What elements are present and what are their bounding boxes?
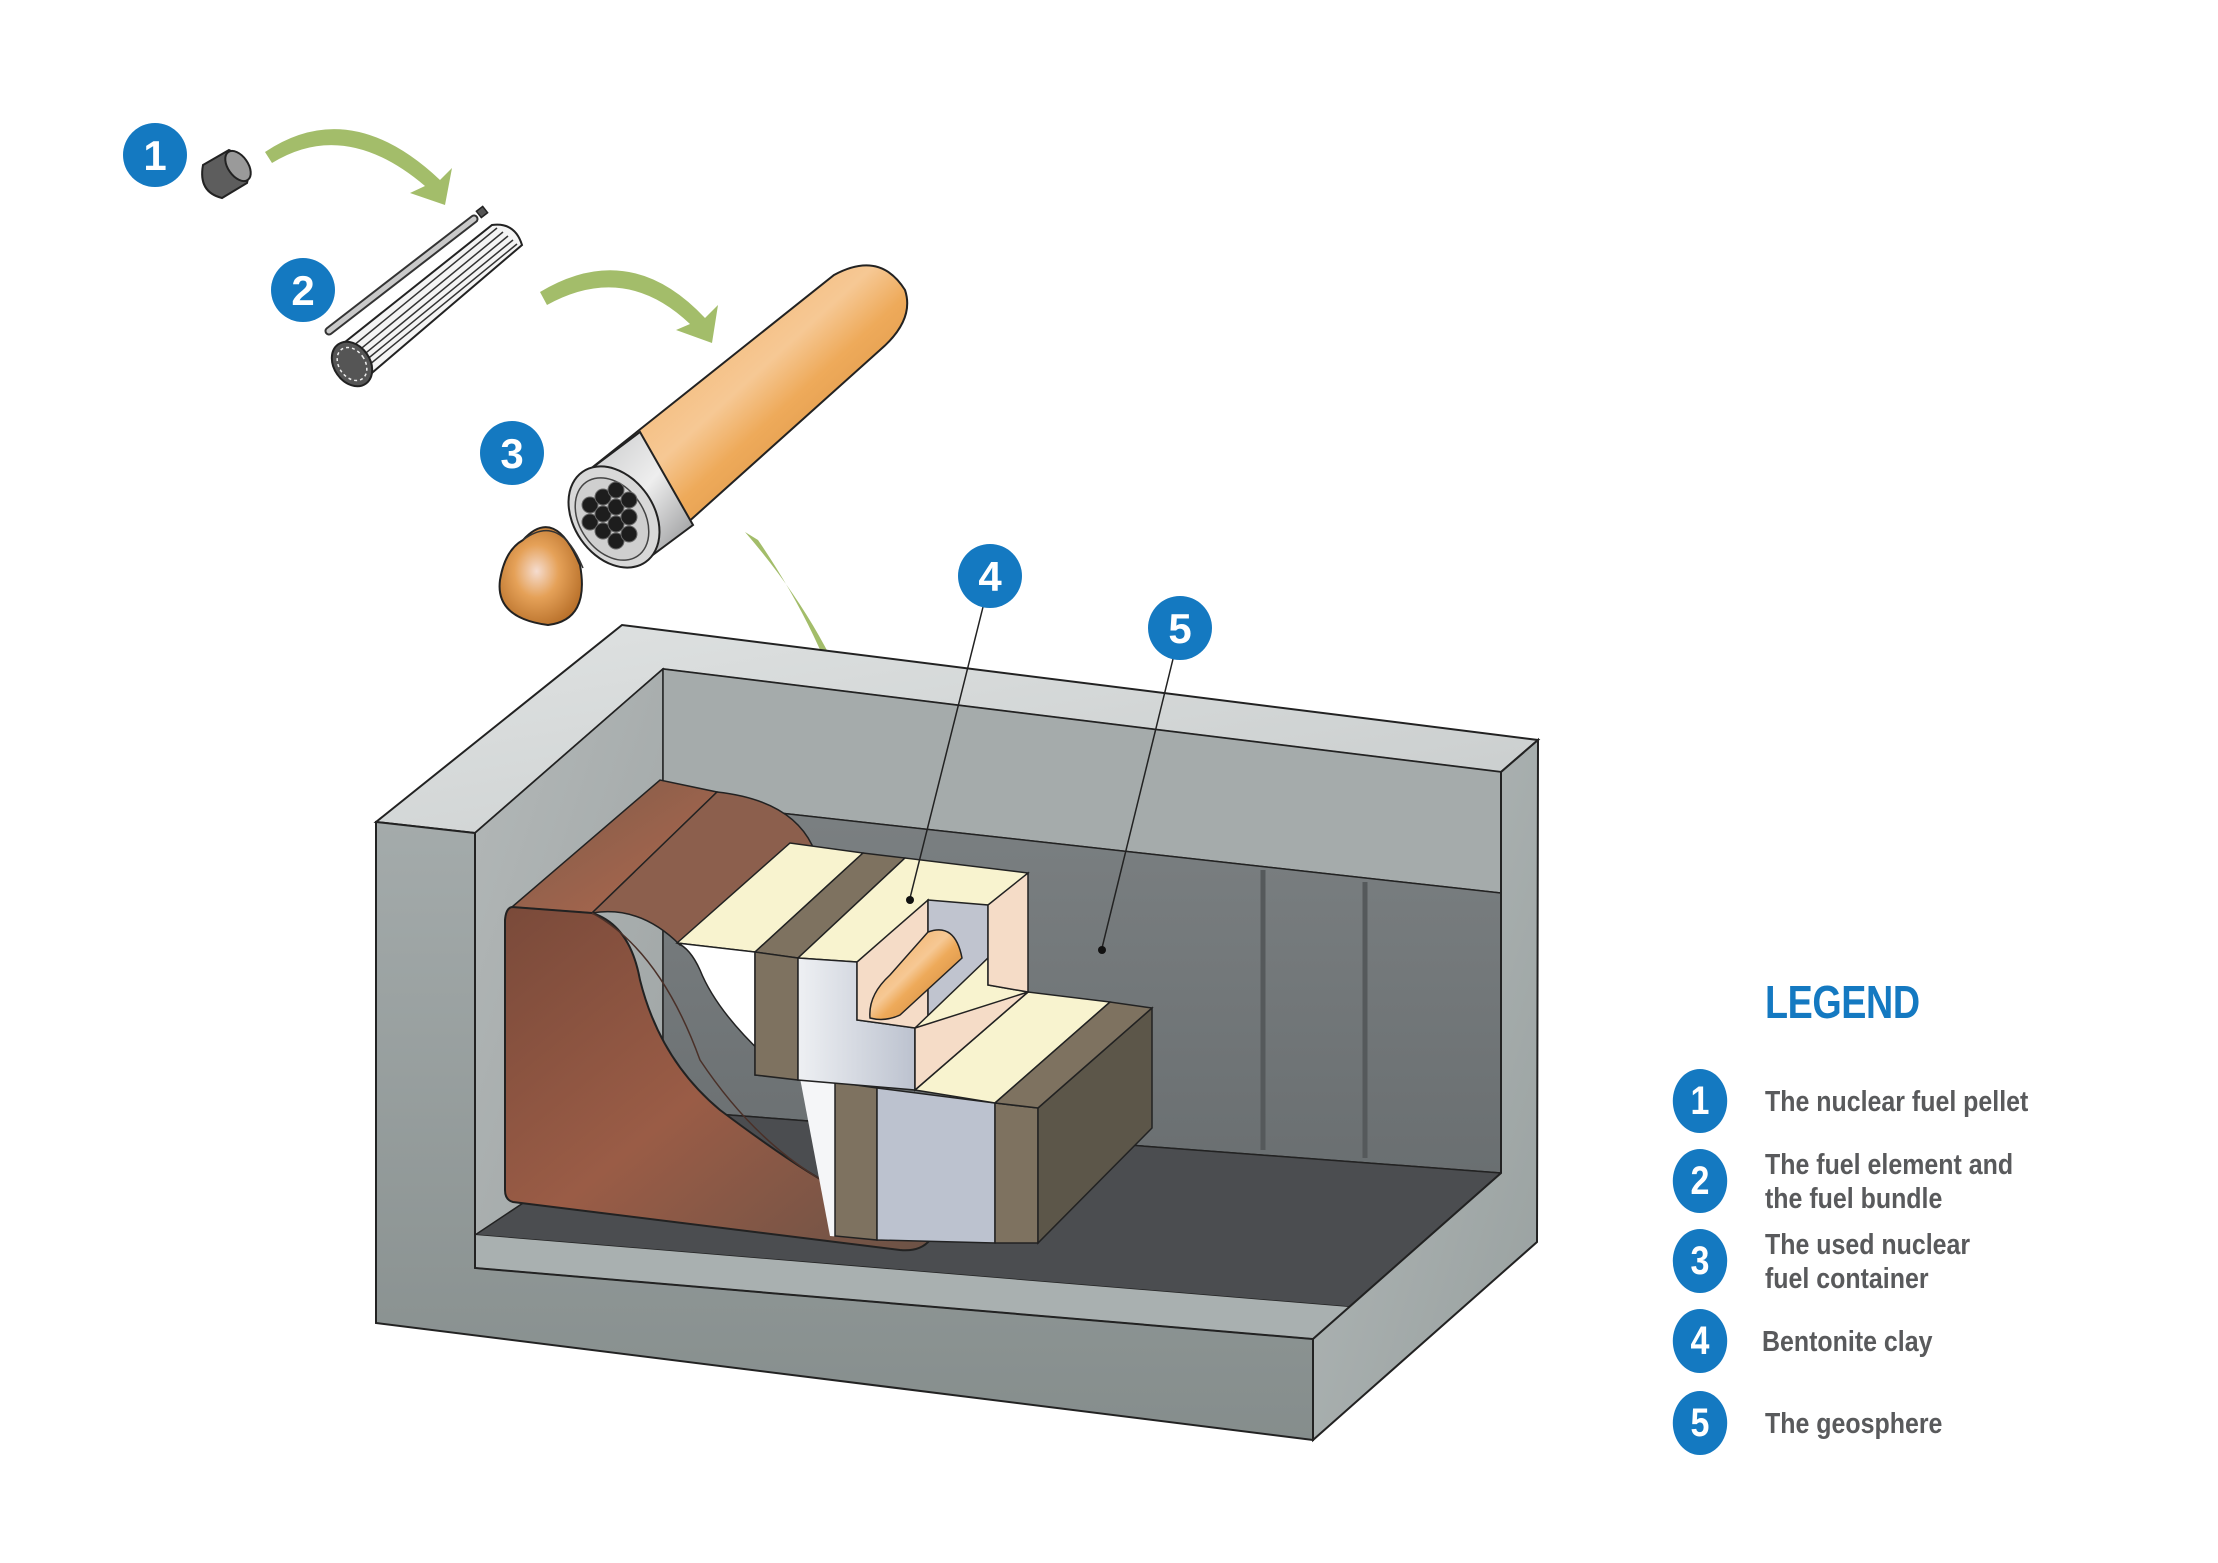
legend-title: LEGEND — [1765, 976, 1920, 1028]
legend-number-badge: 1 — [1672, 1069, 1728, 1133]
callout-badge-5: 5 — [1148, 596, 1212, 660]
callout-number: 3 — [500, 430, 523, 477]
legend-label: The geosphere — [1765, 1408, 1943, 1440]
callout-badge-2: 2 — [271, 258, 335, 322]
callout-leaders — [906, 606, 1174, 954]
legend-label: The fuel element and the fuel bundle — [1765, 1149, 2014, 1215]
legend-number-badge: 5 — [1672, 1391, 1728, 1455]
legend-number-badge: 3 — [1672, 1229, 1728, 1293]
legend-label: The nuclear fuel pellet — [1765, 1086, 2029, 1118]
legend-item: 4 Bentonite clay — [1665, 1309, 2185, 1375]
legend-label: The used nuclear fuel container — [1765, 1229, 1971, 1295]
fuel-container-illustration — [498, 264, 909, 627]
bentonite-buffer-blocks — [675, 842, 1154, 1245]
fuel-pellet-illustration — [201, 148, 252, 200]
callout-badge-4: 4 — [958, 544, 1022, 608]
callout-number: 5 — [1168, 605, 1191, 652]
legend-number-badge: 2 — [1672, 1149, 1728, 1213]
legend-number-badge: 4 — [1672, 1309, 1728, 1373]
callout-number: 2 — [291, 267, 314, 314]
arrow-bundle-to-container — [540, 270, 718, 343]
callout-badge-3: 3 — [480, 421, 544, 485]
legend-item: 5 The geosphere — [1665, 1391, 2185, 1457]
legend-item: 1 The nuclear fuel pellet — [1665, 1069, 2185, 1135]
legend-item: 2 The fuel element and the fuel bundle — [1665, 1149, 2185, 1215]
callout-number: 1 — [143, 132, 166, 179]
container-in-situ — [869, 929, 963, 1021]
callout-badge-1: 1 — [123, 123, 187, 187]
legend-label: Bentonite clay — [1762, 1326, 1933, 1358]
fuel-bundle-illustration — [324, 205, 524, 388]
callout-number: 4 — [978, 553, 1002, 600]
arrow-pellet-to-bundle — [265, 129, 452, 205]
legend-item: 3 The used nuclear fuel container — [1665, 1229, 2185, 1295]
